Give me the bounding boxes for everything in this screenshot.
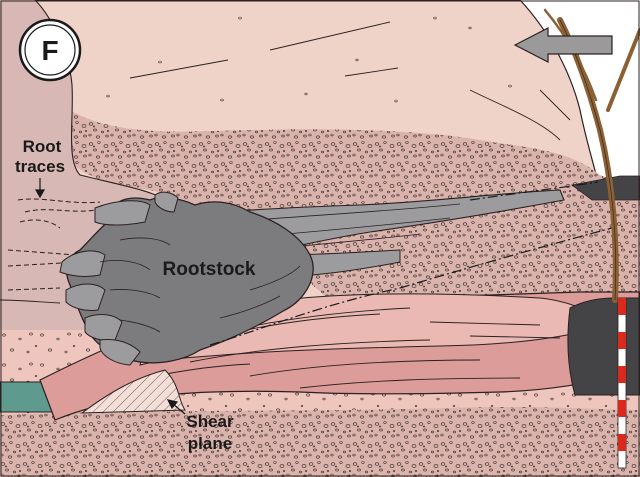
label-root-traces-line2: traces — [15, 157, 65, 176]
label-shear-line1: Shear — [186, 412, 234, 431]
label-root-traces-line1: Root — [23, 137, 62, 156]
dark-rock-right — [568, 298, 640, 395]
lower-pebble-bed — [0, 407, 640, 477]
label-rootstock: Rootstock — [163, 259, 256, 280]
label-shear-line2: plane — [188, 434, 232, 453]
panel-letter: F — [41, 35, 58, 66]
scale-bar-icon — [618, 298, 626, 468]
